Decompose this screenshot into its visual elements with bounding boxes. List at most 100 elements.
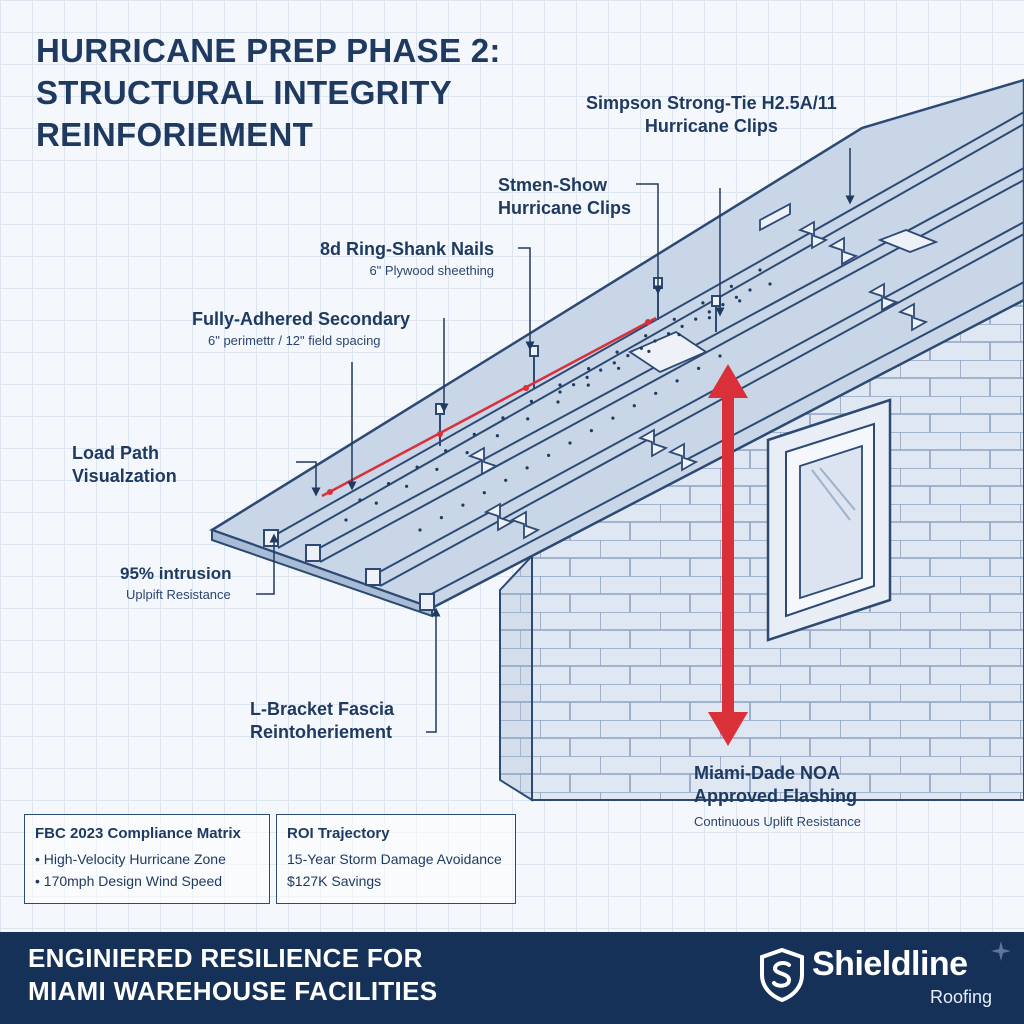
callout-flashing-line1: Miami-Dade NOA bbox=[694, 763, 841, 783]
nail-dot bbox=[677, 333, 681, 337]
nail-dot bbox=[525, 466, 529, 470]
wall-side-face bbox=[499, 553, 533, 802]
callout-stmen-line1: Stmen-Show bbox=[498, 175, 608, 195]
brand-sub: Roofing bbox=[930, 987, 993, 1007]
page-title: HURRICANE PREP PHASE 2: STRUCTURAL INTEG… bbox=[36, 30, 501, 156]
nail-dot bbox=[568, 441, 572, 445]
nail-dot bbox=[495, 434, 499, 438]
nail-dot bbox=[721, 303, 725, 307]
nail-dot bbox=[615, 350, 619, 354]
nail-dot bbox=[529, 399, 534, 403]
nail-dot bbox=[653, 339, 657, 343]
tagline-line1: ENGINIERED RESILIENCE FOR bbox=[28, 943, 423, 973]
nail-dot bbox=[654, 391, 658, 395]
nail-dot bbox=[586, 383, 590, 387]
hurricane-clips bbox=[467, 202, 939, 540]
callout-fascia-line2: Reintoheriement bbox=[250, 722, 393, 742]
nail-dot bbox=[758, 268, 762, 272]
nail-dot bbox=[358, 498, 362, 502]
nail-dot bbox=[611, 416, 615, 420]
nail-dot bbox=[482, 491, 486, 495]
callout-simpson-line2: Hurricane Clips bbox=[644, 116, 778, 136]
footer-bar bbox=[0, 932, 1024, 1024]
nail-dot bbox=[344, 518, 348, 522]
compliance-heading: FBC 2023 Compliance Matrix bbox=[35, 825, 241, 842]
nail-dot bbox=[558, 390, 562, 394]
nail-dot bbox=[501, 416, 505, 420]
callout-nails-sub: 6" Plywood sheething bbox=[369, 263, 495, 278]
nail-dot bbox=[415, 465, 419, 469]
nail-dot bbox=[612, 361, 616, 365]
nail-dot bbox=[748, 288, 752, 292]
nail-dot bbox=[680, 324, 684, 328]
nail-dot bbox=[556, 400, 560, 404]
sparkle-icon bbox=[991, 941, 1011, 961]
callout-uplift-sub: Uplpift Resistance bbox=[126, 587, 231, 602]
compliance-matrix-box: FBC 2023 Compliance Matrix • High-Veloci… bbox=[24, 814, 270, 904]
shield-logo-icon bbox=[760, 947, 804, 1003]
nail-dot bbox=[697, 366, 701, 370]
nail-dot bbox=[387, 482, 391, 486]
nail-dot bbox=[647, 349, 651, 353]
nail-dot bbox=[558, 383, 562, 387]
callout-stmen-line2: Hurricane Clips bbox=[498, 198, 632, 218]
callout-secondary-sub: 6" perimettr / 12" field spacing bbox=[208, 333, 381, 348]
nail-dot bbox=[585, 375, 589, 379]
callout-secondary: Fully-Adhered Secondary 6" perimettr / 1… bbox=[192, 308, 410, 351]
nail-dot bbox=[435, 467, 439, 471]
callout-load-path-line2: Visualzation bbox=[72, 466, 177, 486]
nail-dot bbox=[439, 516, 443, 520]
nail-dot bbox=[374, 501, 378, 505]
nail-pattern bbox=[344, 268, 772, 532]
callout-uplift: 95% intrusion Uplpift Resistance bbox=[120, 562, 231, 605]
roi-heading: ROI Trajectory bbox=[287, 825, 390, 842]
compliance-item: • 170mph Design Wind Speed bbox=[35, 873, 223, 889]
callout-ring-shank-nails: 8d Ring-Shank Nails 6" Plywood sheething bbox=[320, 238, 494, 281]
callout-nails-main: 8d Ring-Shank Nails bbox=[320, 239, 495, 259]
title-line-3: REINFORIEMENT bbox=[36, 116, 314, 153]
title-line-2: STRUCTURAL INTEGRITY bbox=[36, 74, 453, 111]
callout-secondary-main: Fully-Adhered Secondary bbox=[192, 309, 411, 329]
uplift-resistance-arrow bbox=[708, 364, 748, 746]
tagline-line2: MIAMI WAREHOUSE FACILITIES bbox=[28, 976, 438, 1006]
brand-name: Shieldline bbox=[812, 945, 968, 983]
nail-dot bbox=[768, 282, 772, 286]
compliance-item: • High-Velocity Hurricane Zone bbox=[35, 851, 226, 867]
load-path-line bbox=[321, 316, 657, 498]
callout-fascia-line1: L-Bracket Fascia bbox=[250, 699, 395, 719]
footer-tagline: ENGINIERED RESILIENCE FOR MIAMI WAREHOUS… bbox=[28, 942, 437, 1008]
callout-uplift-main: 95% intrusion bbox=[120, 564, 232, 583]
nail-dot bbox=[547, 453, 551, 457]
callout-flashing: Miami-Dade NOA Approved Flashing Continu… bbox=[694, 762, 861, 832]
nail-dot bbox=[589, 429, 594, 433]
nail-dot bbox=[694, 317, 698, 321]
leader-lines bbox=[256, 148, 855, 733]
callout-simpson-clips: Simpson Strong-Tie H2.5A/11 Hurricane Cl… bbox=[586, 92, 837, 138]
nail-dot bbox=[504, 478, 508, 482]
nail-dot bbox=[644, 334, 648, 338]
nail-dot bbox=[639, 346, 644, 350]
nail-dot bbox=[701, 301, 705, 305]
nail-dot bbox=[472, 432, 476, 436]
nail-dot bbox=[526, 417, 530, 421]
callout-load-path: Load Path Visualzation bbox=[72, 442, 177, 488]
nail-dot bbox=[572, 383, 576, 387]
nail-dot bbox=[738, 299, 742, 303]
callout-flashing-line2: Approved Flashing bbox=[694, 786, 858, 806]
nail-dot bbox=[418, 528, 422, 532]
roi-trajectory-box: ROI Trajectory 15-Year Storm Damage Avoi… bbox=[276, 814, 516, 904]
nail-dot bbox=[667, 332, 671, 336]
nail-dot bbox=[672, 317, 676, 321]
nail-dot bbox=[675, 379, 679, 383]
roi-item: 15-Year Storm Damage Avoidance bbox=[287, 851, 502, 867]
nail-dot bbox=[729, 284, 734, 288]
nail-dot bbox=[707, 310, 711, 314]
callout-flashing-sub: Continuous Uplift Resistance bbox=[694, 814, 861, 829]
callout-load-path-line1: Load Path bbox=[72, 443, 160, 463]
callout-stmen-clips: Stmen-Show Hurricane Clips bbox=[498, 174, 631, 220]
nail-dot bbox=[632, 404, 636, 408]
nail-dot bbox=[599, 368, 603, 372]
callout-fascia: L-Bracket Fascia Reintoheriement bbox=[250, 698, 394, 744]
nail-dot bbox=[707, 316, 712, 320]
